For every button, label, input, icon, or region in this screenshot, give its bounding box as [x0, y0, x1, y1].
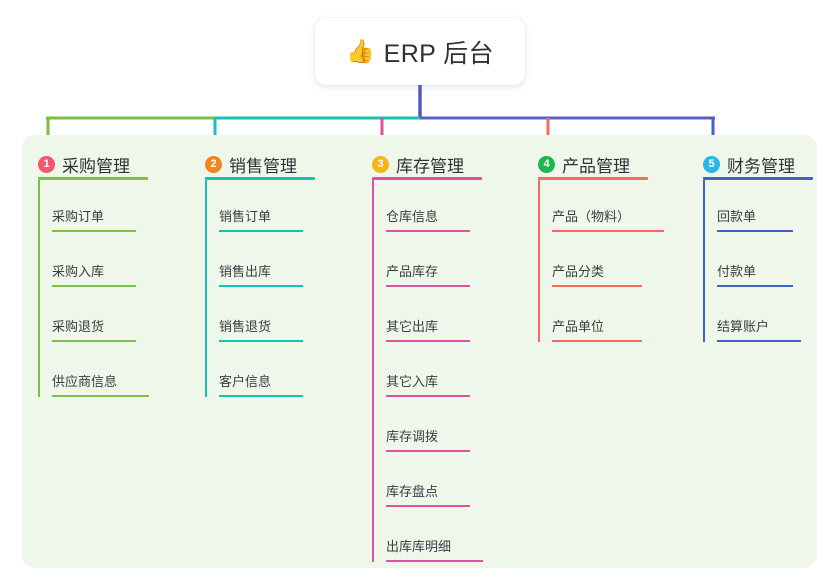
column-underline [38, 177, 148, 180]
leaf-item[interactable]: 出库库明细 [386, 532, 483, 562]
leaf-item-underline [52, 230, 136, 232]
leaf-item-underline [717, 230, 793, 232]
column-header-库存管理[interactable]: 3 库存管理 [372, 152, 464, 177]
column-underline [372, 177, 482, 180]
leaf-item[interactable]: 客户信息 [219, 367, 303, 397]
leaf-item-underline [52, 395, 149, 397]
leaf-item-underline [386, 340, 470, 342]
leaf-item-label: 销售订单 [219, 209, 272, 224]
leaf-item-label: 产品分类 [552, 264, 605, 279]
leaf-item[interactable]: 回款单 [717, 202, 793, 232]
leaf-item-underline [52, 340, 136, 342]
leaf-item-label: 付款单 [717, 264, 757, 279]
leaf-item-label: 客户信息 [219, 374, 272, 389]
column-badge-2: 2 [205, 156, 222, 173]
column-badge-3: 3 [372, 156, 389, 173]
leaf-item-label: 采购入库 [52, 264, 105, 279]
leaf-item-underline [386, 285, 470, 287]
column-stem [372, 180, 374, 562]
leaf-item[interactable]: 产品（物料） [552, 202, 664, 232]
leaf-item-underline [52, 285, 136, 287]
column-title: 财务管理 [727, 157, 795, 176]
leaf-item-label: 产品库存 [386, 264, 439, 279]
leaf-item-underline [552, 230, 664, 232]
leaf-item-underline [552, 285, 642, 287]
column-title: 采购管理 [62, 157, 130, 176]
leaf-item[interactable]: 销售订单 [219, 202, 303, 232]
leaf-item[interactable]: 库存盘点 [386, 477, 470, 507]
column-underline [205, 177, 315, 180]
leaf-item-label: 销售退货 [219, 319, 272, 334]
leaf-item-label: 产品（物料） [552, 209, 631, 224]
leaf-item-label: 库存调拨 [386, 429, 439, 444]
leaf-item-underline [386, 450, 470, 452]
column-title: 库存管理 [396, 157, 464, 176]
leaf-item[interactable]: 产品单位 [552, 312, 642, 342]
leaf-item[interactable]: 供应商信息 [52, 367, 149, 397]
column-stem [538, 180, 540, 342]
branches-panel: 1 采购管理采购订单采购入库采购退货供应商信息 2 销售管理销售订单销售出库销售退货客… [22, 135, 817, 568]
root-node-content: 👍 ERP 后台 [346, 34, 494, 70]
column-title: 销售管理 [229, 157, 297, 176]
leaf-item[interactable]: 销售出库 [219, 257, 303, 287]
leaf-item[interactable]: 结算账户 [717, 312, 801, 342]
leaf-item-underline [717, 285, 793, 287]
thumbs-up-icon: 👍 [346, 38, 375, 64]
column-header-产品管理[interactable]: 4 产品管理 [538, 152, 630, 177]
leaf-item-underline [219, 340, 303, 342]
leaf-item-underline [386, 230, 470, 232]
leaf-item-underline [219, 395, 303, 397]
leaf-item[interactable]: 其它出库 [386, 312, 470, 342]
leaf-item-underline [386, 560, 483, 562]
leaf-item-label: 产品单位 [552, 319, 605, 334]
column-title: 产品管理 [562, 157, 630, 176]
column-header-销售管理[interactable]: 2 销售管理 [205, 152, 297, 177]
leaf-item-label: 库存盘点 [386, 484, 439, 499]
leaf-item-label: 销售出库 [219, 264, 272, 279]
leaf-item-underline [219, 230, 303, 232]
leaf-item[interactable]: 付款单 [717, 257, 793, 287]
leaf-item-underline [386, 505, 470, 507]
column-underline [538, 177, 648, 180]
column-stem [205, 180, 207, 397]
leaf-item-underline [717, 340, 801, 342]
column-badge-4: 4 [538, 156, 555, 173]
root-node[interactable]: 👍 ERP 后台 [315, 18, 525, 85]
leaf-item-label: 仓库信息 [386, 209, 439, 224]
leaf-item-underline [552, 340, 642, 342]
leaf-item[interactable]: 销售退货 [219, 312, 303, 342]
column-badge-1: 1 [38, 156, 55, 173]
leaf-item[interactable]: 仓库信息 [386, 202, 470, 232]
leaf-item[interactable]: 采购入库 [52, 257, 136, 287]
leaf-item-label: 回款单 [717, 209, 757, 224]
leaf-item[interactable]: 产品库存 [386, 257, 470, 287]
leaf-item-underline [219, 285, 303, 287]
leaf-item-underline [386, 395, 470, 397]
leaf-item[interactable]: 库存调拨 [386, 422, 470, 452]
leaf-item-label: 采购退货 [52, 319, 105, 334]
leaf-item[interactable]: 采购订单 [52, 202, 136, 232]
leaf-item[interactable]: 其它入库 [386, 367, 470, 397]
leaf-item-label: 其它出库 [386, 319, 439, 334]
column-stem [703, 180, 705, 342]
leaf-item-label: 结算账户 [717, 319, 770, 334]
column-badge-5: 5 [703, 156, 720, 173]
column-underline [703, 177, 813, 180]
column-stem [38, 180, 40, 397]
root-node-title: ERP 后台 [383, 39, 494, 68]
column-header-财务管理[interactable]: 5 财务管理 [703, 152, 795, 177]
leaf-item[interactable]: 产品分类 [552, 257, 642, 287]
leaf-item-label: 其它入库 [386, 374, 439, 389]
column-header-采购管理[interactable]: 1 采购管理 [38, 152, 130, 177]
leaf-item[interactable]: 采购退货 [52, 312, 136, 342]
leaf-item-label: 采购订单 [52, 209, 105, 224]
leaf-item-label: 供应商信息 [52, 374, 118, 389]
leaf-item-label: 出库库明细 [386, 539, 452, 554]
